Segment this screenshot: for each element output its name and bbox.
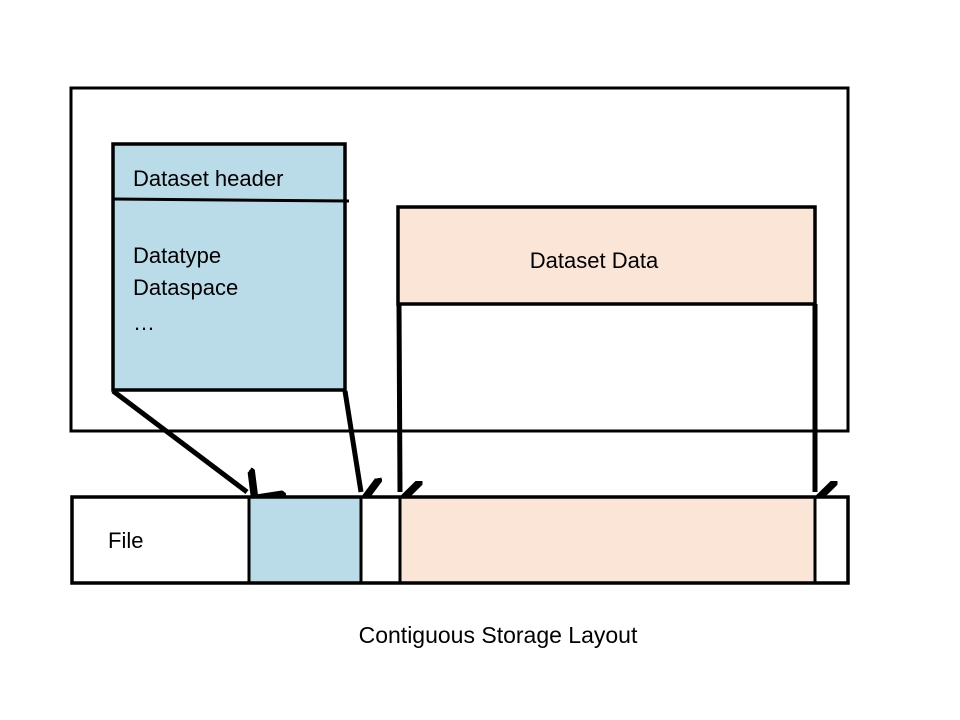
arrow-header-end — [342, 390, 361, 492]
dataset-data-label: Dataset Data — [530, 248, 659, 273]
dataset-data-box — [396, 205, 817, 306]
file-segment-data — [398, 495, 817, 585]
dataset-header-label: Dataset header — [133, 166, 283, 191]
dataset-header-divider — [111, 197, 350, 203]
file-label: File — [108, 528, 143, 553]
diagram-caption: Contiguous Storage Layout — [359, 622, 638, 648]
file-strip-box — [70, 495, 850, 585]
arrow-data-start — [399, 303, 400, 492]
dataset-attribute-datatype: Datatype — [133, 243, 221, 268]
dataset-attribute-ellipsis: … — [133, 310, 155, 335]
file-segment-header — [247, 495, 363, 585]
dataset-attribute-dataspace: Dataspace — [133, 275, 238, 300]
dataset-object-box — [111, 142, 347, 392]
arrow-header-start — [111, 389, 247, 492]
